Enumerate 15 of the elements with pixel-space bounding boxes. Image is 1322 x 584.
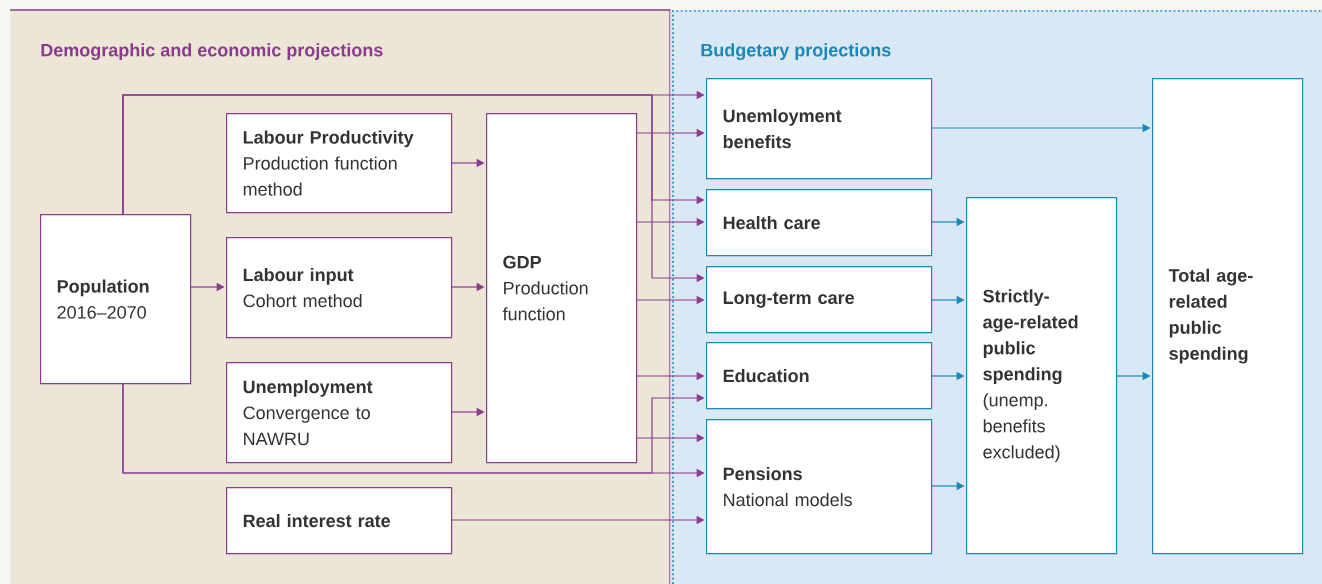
process-box: GDP Production function xyxy=(486,113,638,464)
process-box: Population 2016–2070 xyxy=(40,214,192,385)
process-box: Strictly-age-related public spending (unemp. benefits excluded) xyxy=(966,197,1118,555)
process-box: Long-term care xyxy=(706,266,933,334)
panel-heading: Demographic and economic projections xyxy=(41,43,383,61)
process-box: Health care xyxy=(706,189,933,257)
process-box: Labour input Cohort method xyxy=(226,237,453,339)
process-box: Unemployment Convergence to NAWRU xyxy=(226,362,453,464)
process-box: Real interest rate xyxy=(226,487,453,555)
process-box: Education xyxy=(706,342,933,410)
panel-heading: Budgetary projections xyxy=(701,43,891,61)
process-box: Pensions National models xyxy=(706,419,933,555)
process-box: Total age-related public spending xyxy=(1152,78,1304,555)
process-box: Labour Productivity Production function method xyxy=(226,113,453,214)
process-box: Unemloyment benefits xyxy=(706,78,933,180)
